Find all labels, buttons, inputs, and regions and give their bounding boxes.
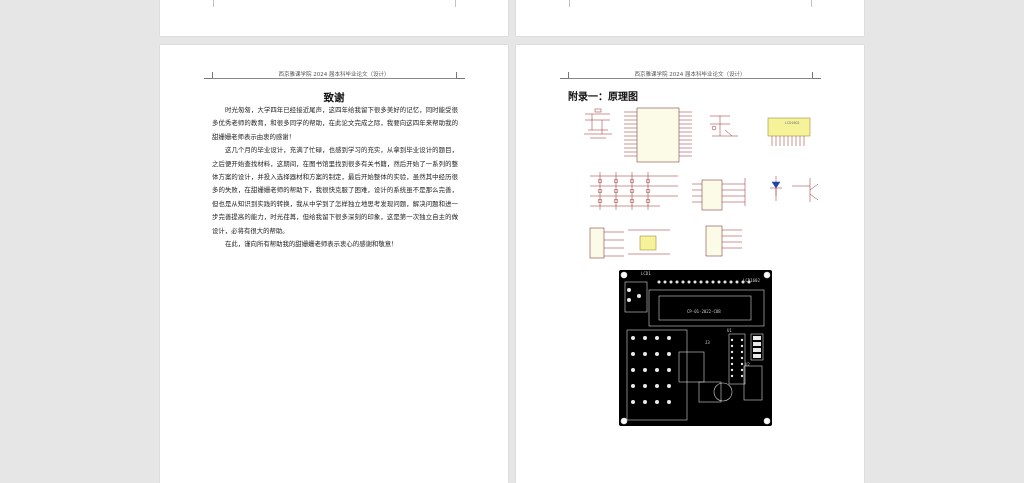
pcb-layout [620,271,771,425]
schematic-diagram: LCD1602 [584,107,819,259]
corner-mark [560,72,569,79]
paragraph: 这几个月的毕业设计，充满了忙碌，也感到学习的充实，从拿到毕业设计的题目，之后便开… [212,146,458,235]
pcb-label-lcd1: LCD1 [641,271,651,276]
pcb-label-u2: U2 [745,362,750,367]
corner-mark [204,72,213,79]
paragraph: 时光匆匆，大学四年已经接近尾声，这四年给我留下很多美好的记忆，同时能受很多优秀老… [212,106,458,141]
page-header: 西京雅课学院 2024 届本科毕业论文（设计） [634,72,746,78]
lcd-label: LCD1602 [785,121,800,125]
pcb-label-j3: J3 [705,340,710,345]
page-header: 西京雅课学院 2024 届本科毕业论文（设计） [278,72,390,78]
pcb-label-part-number: CP-01-2022-COB [687,309,721,314]
paragraph: 在此，谨向所有帮助我的甜姗姗老师表示衷心的感谢和敬意！ [225,240,398,249]
corner-mark [456,72,465,79]
pcb-label-u1: U1 [727,328,732,333]
acknowledgement-page: 西京雅课学院 2024 届本科毕业论文（设计） 致谢 [160,45,508,483]
appendix-title: 附录一：原理图 [568,92,638,103]
previous-page-left [160,0,508,36]
corner-mark [812,72,821,79]
header-rule [212,78,456,79]
header-rule [568,78,812,79]
pcb-label-lcd1602: LCD1602 [743,278,760,283]
previous-page-right [516,0,864,36]
pcb-board: LCD1 LCD1602 CP-01-2022-COB J3 U1 U2 [619,270,772,426]
page-title: 致谢 [323,92,345,104]
acknowledgement-body: 时光匆匆，大学四年已经接近尾声，这四年给我留下很多美好的记忆，同时能受很多优秀老… [212,104,458,251]
